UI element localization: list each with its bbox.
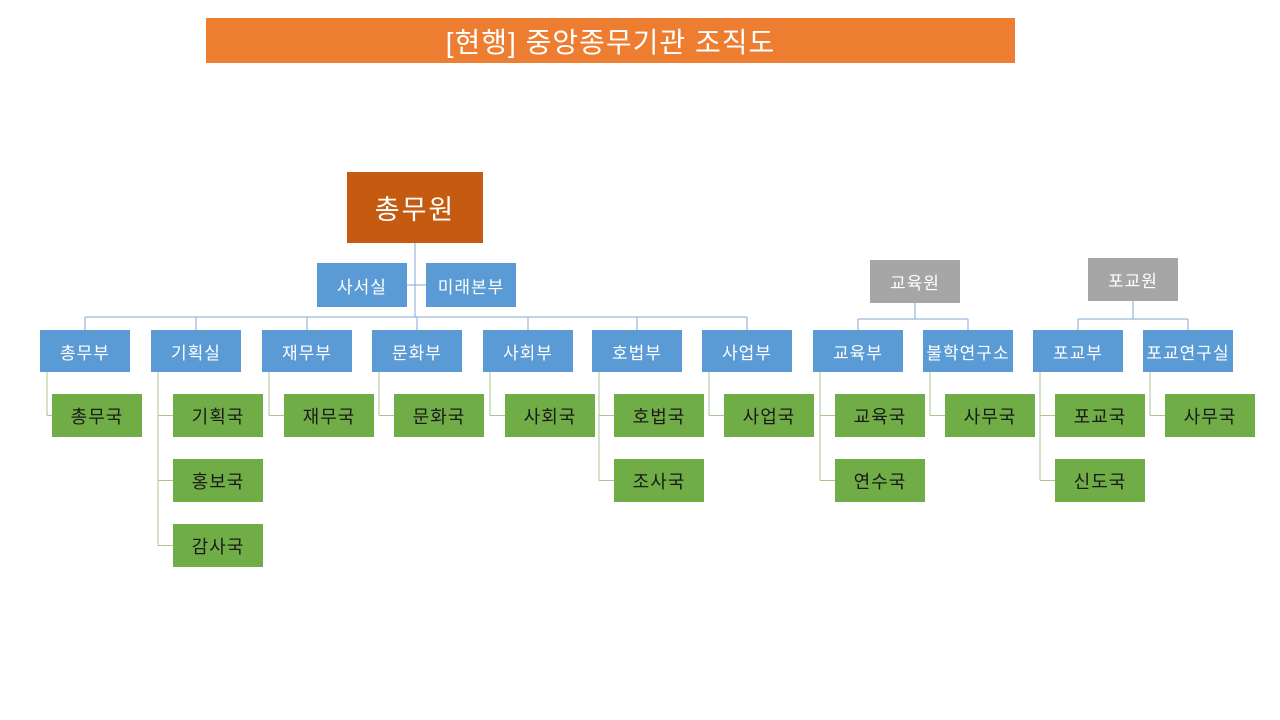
bureau-node: 총무국 [52,394,142,437]
department-node: 기획실 [151,330,241,372]
department-node: 교육부 [813,330,903,372]
bureau-node: 기획국 [173,394,263,437]
assistant-node: 사서실 [317,263,407,307]
root-node: 총무원 [347,172,483,243]
bureau-node: 홍보국 [173,459,263,502]
organization-node: 포교원 [1088,258,1178,301]
bureau-node: 교육국 [835,394,925,437]
organization-node: 교육원 [870,260,960,303]
bureau-node: 사회국 [505,394,595,437]
bureau-node: 조사국 [614,459,704,502]
department-node: 사회부 [483,330,573,372]
bureau-node: 포교국 [1055,394,1145,437]
bureau-node: 연수국 [835,459,925,502]
department-node: 불학연구소 [923,330,1013,372]
department-node: 총무부 [40,330,130,372]
bureau-node: 문화국 [394,394,484,437]
bureau-node: 신도국 [1055,459,1145,502]
department-node: 문화부 [372,330,462,372]
bureau-node: 호법국 [614,394,704,437]
bureau-node: 재무국 [284,394,374,437]
bureau-node: 감사국 [173,524,263,567]
slide-title: [현행] 중앙종무기관 조직도 [445,26,776,58]
bureau-node: 사무국 [945,394,1035,437]
department-node: 재무부 [262,330,352,372]
bureau-node: 사업국 [724,394,814,437]
assistant-node: 미래본부 [426,263,516,307]
department-node: 포교연구실 [1143,330,1233,372]
department-node: 호법부 [592,330,682,372]
department-node: 포교부 [1033,330,1123,372]
department-node: 사업부 [702,330,792,372]
slide-title-banner: [현행] 중앙종무기관 조직도 [206,18,1015,63]
bureau-node: 사무국 [1165,394,1255,437]
